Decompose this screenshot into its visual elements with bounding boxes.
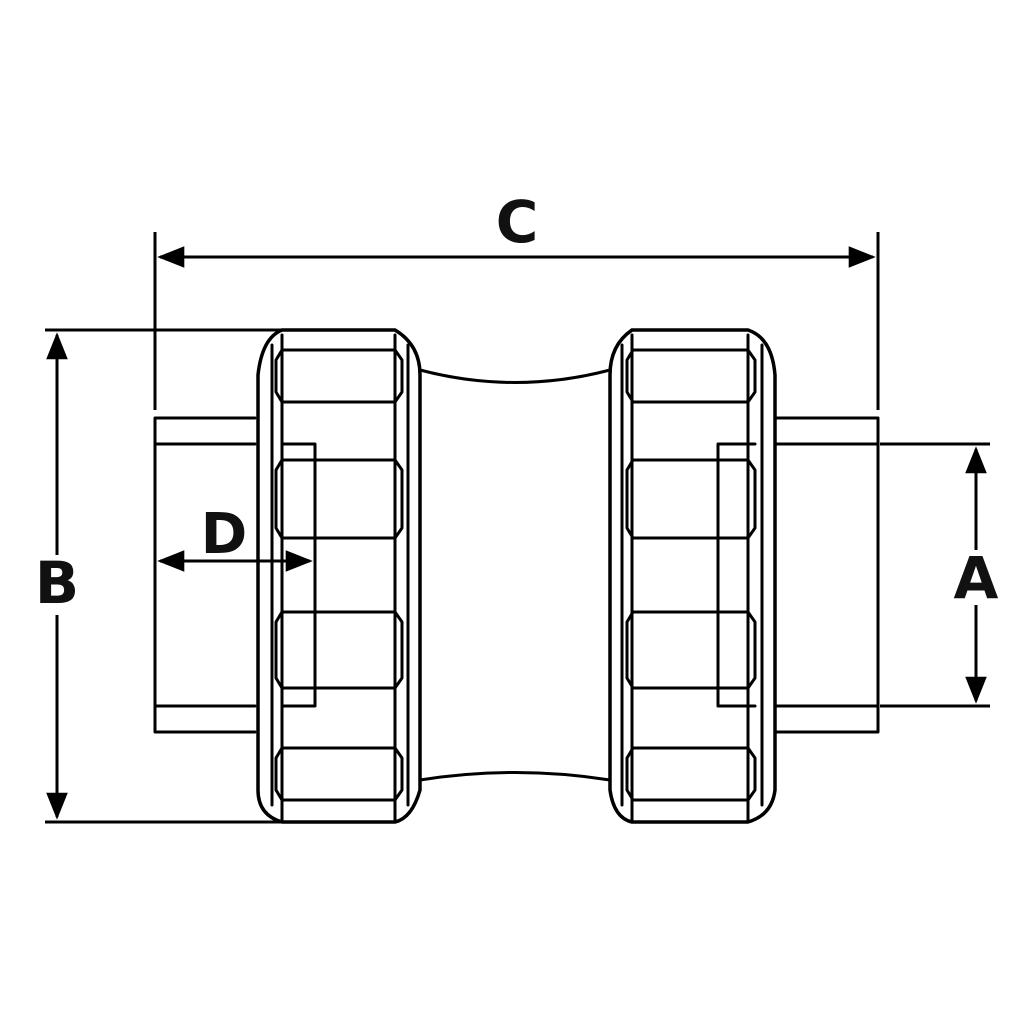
dimension-d: D (157, 502, 313, 572)
label-c: C (496, 188, 539, 256)
right-union-nut (608, 328, 777, 824)
dimension-c: C (153, 188, 880, 410)
left-union-nut (256, 328, 422, 824)
label-b: B (35, 549, 79, 617)
label-d: D (201, 502, 247, 567)
label-a: A (954, 544, 999, 612)
right-pipe-end (773, 416, 880, 734)
center-body (418, 368, 612, 782)
left-pipe-end (153, 416, 257, 734)
dimension-a: A (880, 442, 999, 708)
dimension-b: B (35, 328, 330, 824)
